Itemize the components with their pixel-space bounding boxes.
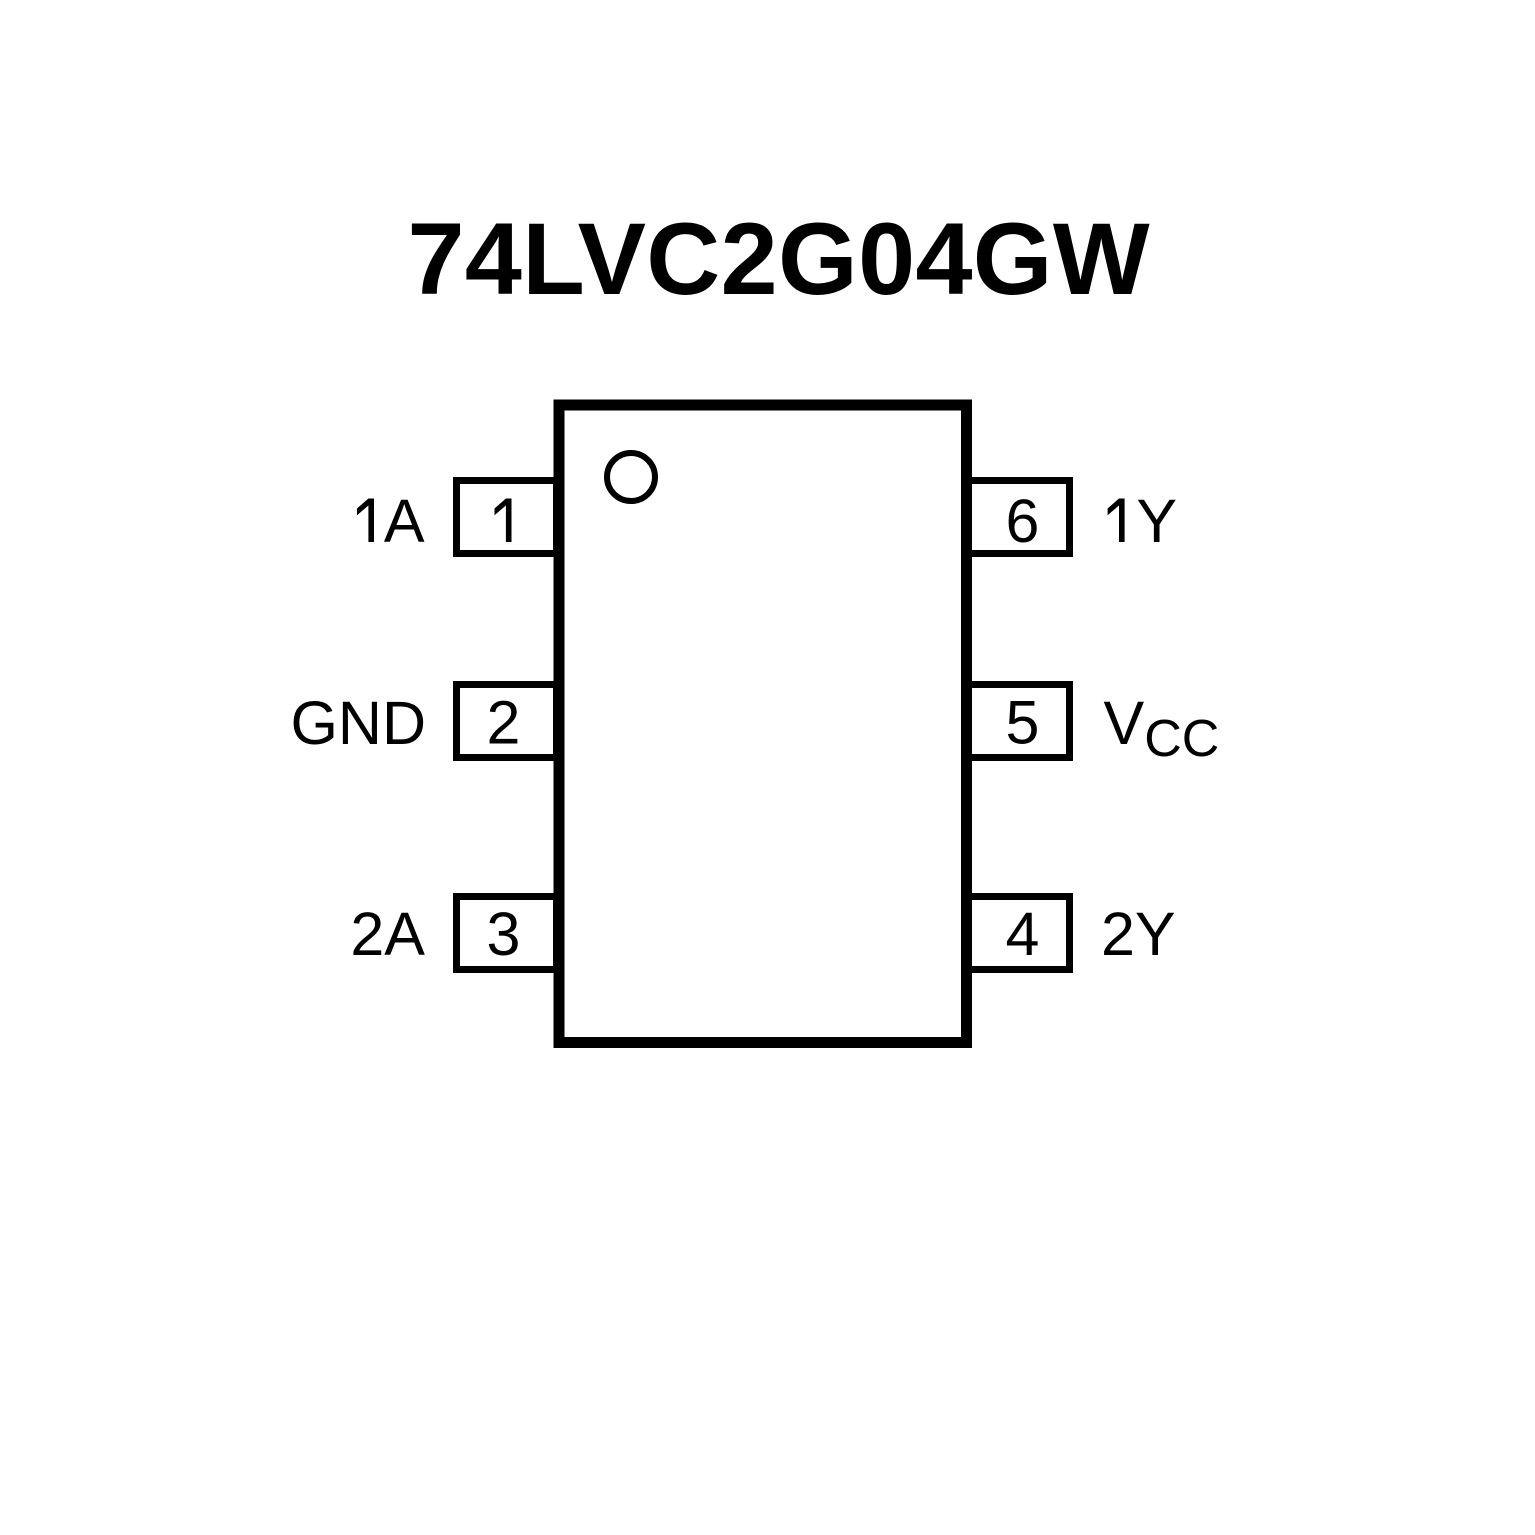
svg-text:2: 2 [487,689,521,757]
svg-text:GND: GND [290,689,426,757]
svg-text:2A: 2A [350,900,425,968]
svg-text:3: 3 [487,900,521,968]
svg-text:74LVC2G04GW: 74LVC2G04GW [408,201,1150,316]
svg-text:Y: Y [1136,487,1177,555]
svg-text:2Y: 2Y [1101,900,1176,968]
svg-text:A: A [384,487,425,555]
svg-text:5: 5 [1006,689,1040,757]
svg-text:6: 6 [1006,487,1040,555]
svg-text:4: 4 [1006,900,1040,968]
